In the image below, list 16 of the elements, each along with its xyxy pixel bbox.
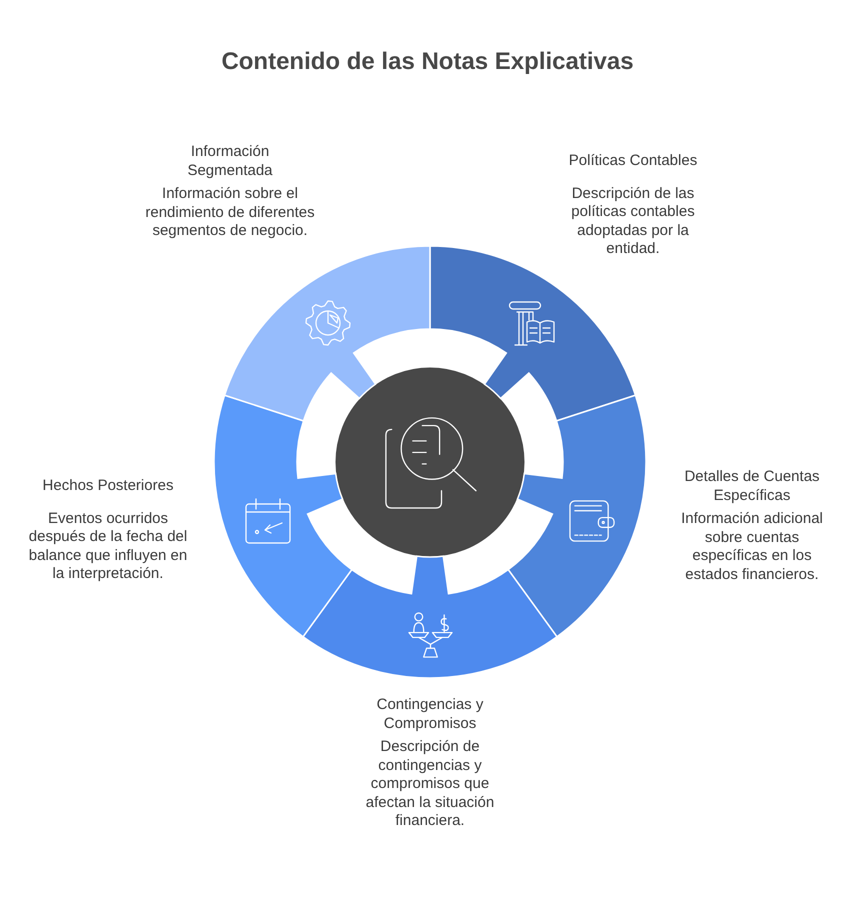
segment-description: Información adicional sobre cuentas específicas en los estados financieros. <box>680 510 824 584</box>
segment-title: Contingencias y Compromisos <box>376 696 484 733</box>
segment-description: Descripción de las políticas contables adoptadas por la entidad. <box>570 184 696 258</box>
hub-circle <box>334 366 526 558</box>
segment-description: Descripción de contingencias y compromisos que afectan la situación financiera. <box>364 738 496 830</box>
ring-segment <box>214 394 353 638</box>
ring-segment <box>224 245 431 422</box>
segment-title: Información Segmentada <box>186 143 274 180</box>
segment-description: Eventos ocurridos después de la fecha del balance que influyen en la interpretación. <box>28 510 188 584</box>
segment-title: Hechos Posteriores <box>42 477 174 496</box>
diagram-title: Contenido de las Notas Explicativas <box>221 48 634 76</box>
segment-description: Información sobre el rendimiento de diferentes segmentos de negocio. <box>144 185 316 240</box>
segment-title: Detalles de Cuentas Específicas <box>683 468 821 505</box>
ring-segment <box>507 394 646 638</box>
segment-title: Políticas Contables <box>568 152 698 170</box>
ring-segment <box>302 555 558 679</box>
